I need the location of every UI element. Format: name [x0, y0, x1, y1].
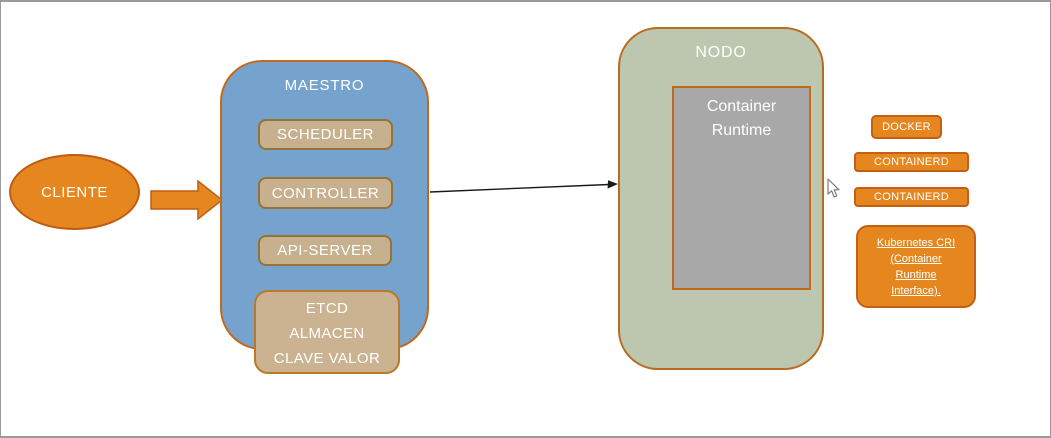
container-runtime-box[interactable]: Container Runtime [672, 86, 811, 290]
master-title: MAESTRO [284, 77, 365, 94]
scheduler-box[interactable]: SCHEDULER [258, 119, 393, 150]
cri-line-1: Kubernetes CRI [876, 237, 956, 249]
etcd-line-3: CLAVE VALOR [273, 350, 381, 367]
containerd-label-2: CONTAINERD [874, 191, 949, 203]
cri-line-3: Runtime [895, 269, 937, 281]
client-label: CLIENTE [41, 183, 108, 201]
cri-line-2: (Container [890, 253, 942, 265]
api-server-label: API-SERVER [277, 242, 373, 259]
etcd-line-1: ETCD [305, 300, 349, 317]
client-ellipse[interactable]: CLIENTE [9, 154, 140, 230]
docker-label: DOCKER [882, 121, 931, 133]
block-arrow-icon [150, 179, 224, 221]
scheduler-label: SCHEDULER [276, 126, 375, 143]
arrowhead-icon [607, 180, 618, 189]
master-to-node-connector[interactable] [429, 174, 621, 200]
kubernetes-cri-box[interactable]: Kubernetes CRI (Container Runtime Interf… [856, 225, 976, 308]
client-to-master-arrow[interactable] [149, 178, 225, 222]
containerd-box-2[interactable]: CONTAINERD [854, 187, 969, 207]
containerd-box-1[interactable]: CONTAINERD [854, 152, 969, 172]
etcd-box[interactable]: ETCD ALMACEN CLAVE VALOR [254, 290, 400, 374]
containerd-label-1: CONTAINERD [874, 156, 949, 168]
cri-line-4: Interface). [891, 285, 941, 297]
controller-box[interactable]: CONTROLLER [258, 177, 393, 209]
mouse-cursor-icon [827, 178, 840, 198]
controller-label: CONTROLLER [271, 184, 380, 202]
etcd-line-2: ALMACEN [289, 325, 365, 342]
container-runtime-label: Container Runtime [706, 98, 777, 139]
connector-line [429, 183, 610, 193]
docker-box[interactable]: DOCKER [871, 115, 942, 139]
api-server-box[interactable]: API-SERVER [258, 235, 392, 266]
node-title: NODO [695, 44, 747, 61]
